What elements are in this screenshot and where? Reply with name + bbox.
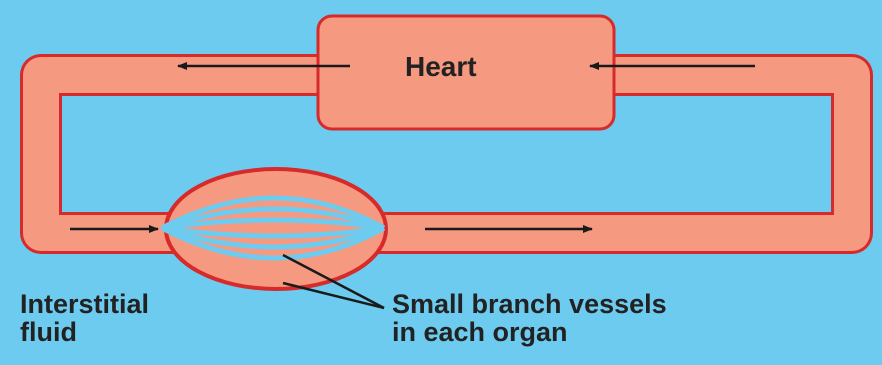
branch-vessels-label: Small branch vessels in each organ bbox=[392, 290, 667, 347]
interstitial-fluid-label: Interstitial fluid bbox=[20, 290, 149, 347]
leader-line-lower bbox=[283, 283, 384, 308]
branch-label-line1: Small branch vessels bbox=[392, 289, 667, 319]
organ-capillary-bed bbox=[162, 169, 386, 289]
interstitial-label-line1: Interstitial bbox=[20, 289, 149, 319]
branch-label-line2: in each organ bbox=[392, 317, 568, 347]
interstitial-label-line2: fluid bbox=[20, 317, 77, 347]
heart-label: Heart bbox=[405, 52, 477, 81]
heart-label-text: Heart bbox=[405, 51, 477, 82]
